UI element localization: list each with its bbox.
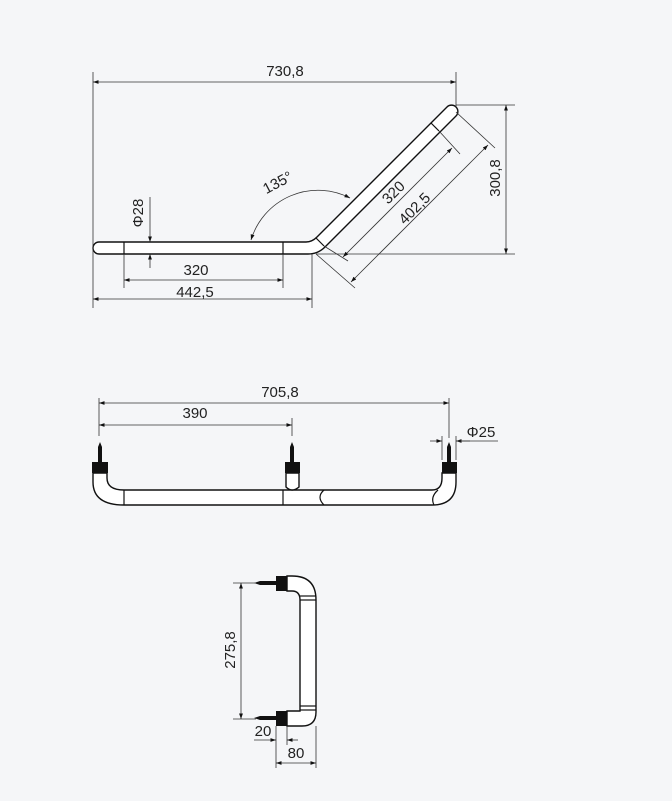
side-view: 275,8 20 80	[222, 575, 317, 768]
wall-flange	[285, 462, 300, 473]
wall-flange	[276, 576, 287, 591]
top-view: 730,8 300,8 Φ28 320 442,5 135° 320 402,5	[92, 63, 515, 308]
dim-front-width: 705,8	[261, 384, 299, 401]
screw-icon	[254, 716, 276, 720]
front-bar	[92, 472, 457, 506]
dim-flange: 20	[255, 723, 272, 740]
screw-icon	[447, 442, 451, 462]
dim-mount-spacing: 390	[182, 405, 207, 422]
dim-height: 300,8	[487, 159, 504, 197]
screw-icon	[254, 581, 276, 585]
wall-flange	[276, 711, 287, 726]
grip-edge	[430, 122, 440, 132]
dim-depth: 80	[288, 745, 305, 762]
dim-grip-horizontal: 320	[183, 262, 208, 279]
dim-angle: 135°	[260, 168, 295, 198]
dim-front-diameter: Φ25	[467, 424, 496, 441]
dim-side-height: 275,8	[222, 631, 239, 669]
dim-overall-width: 730,8	[266, 63, 304, 80]
side-bar	[286, 575, 317, 727]
front-view: 705,8 390 Φ25	[92, 384, 498, 506]
screw-icon	[290, 442, 294, 462]
dim-diameter: Φ28	[130, 199, 147, 228]
wall-flange	[442, 462, 457, 473]
screw-icon	[98, 442, 102, 462]
wall-flange	[92, 462, 108, 473]
dim-horizontal-length: 442,5	[176, 284, 214, 301]
